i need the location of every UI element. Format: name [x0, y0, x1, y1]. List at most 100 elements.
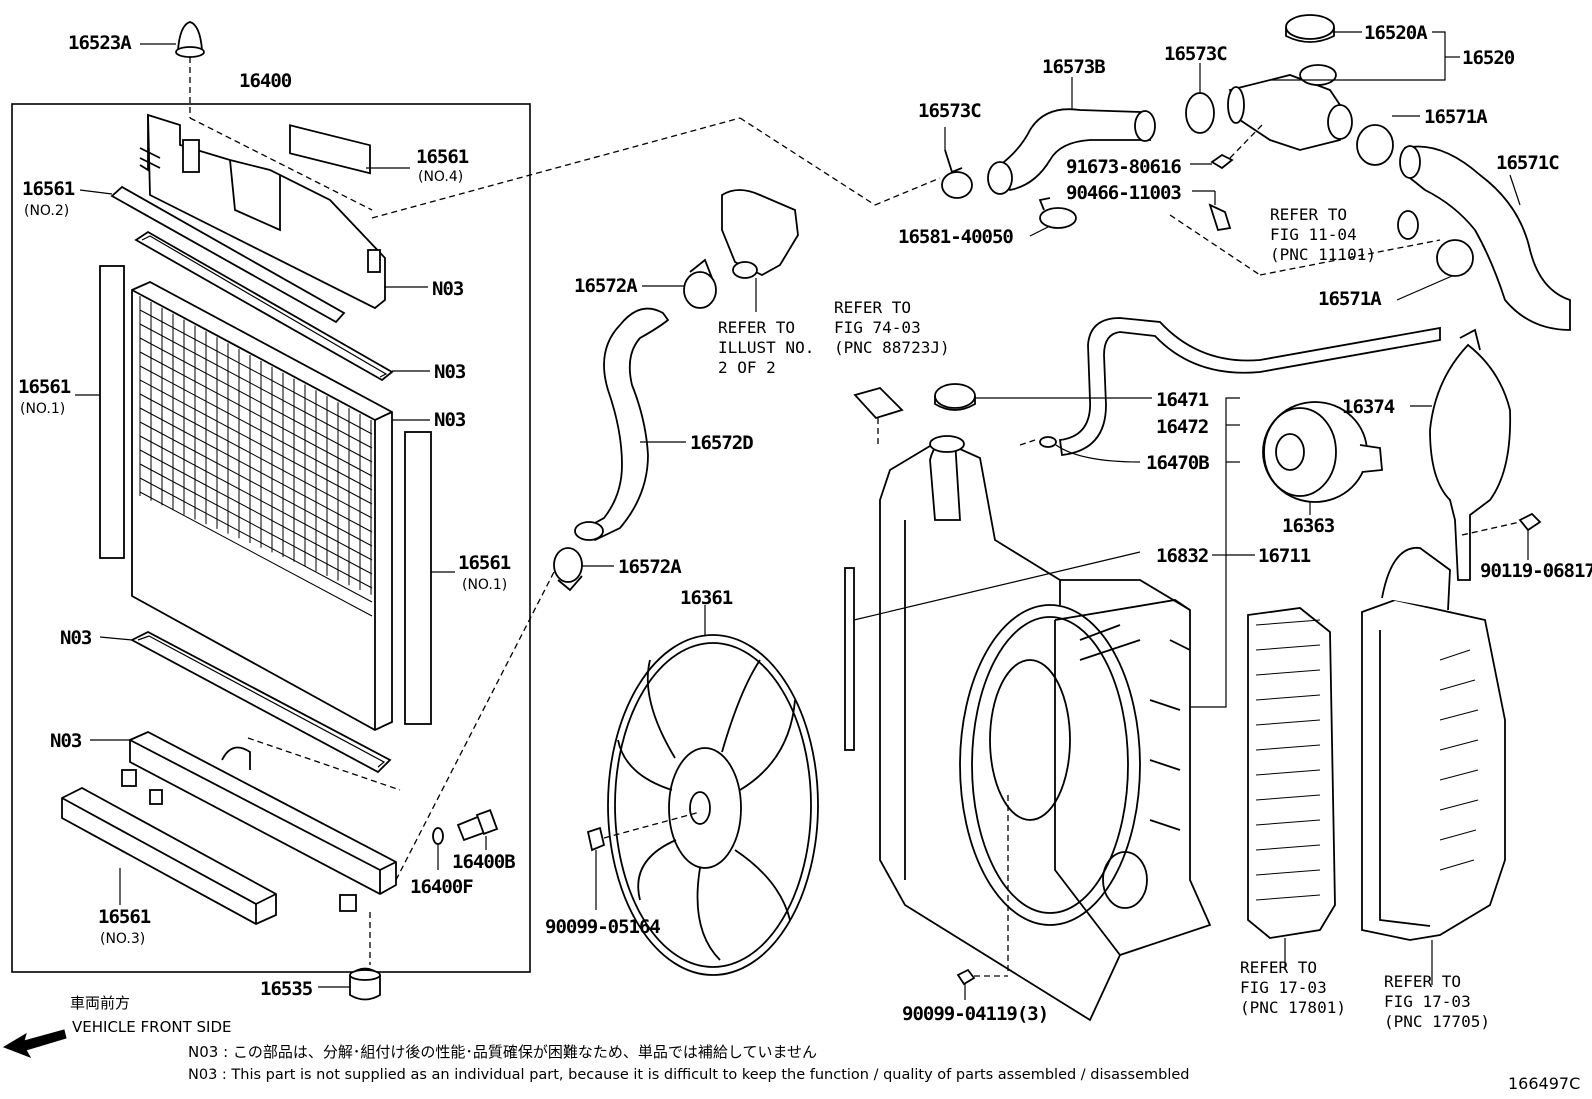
core-tube — [139, 309, 373, 435]
note-n03-jp: N03 : この部品は、分解･組付け後の性能･品質確保が困難なため、単品では補給… — [188, 1043, 818, 1061]
hose-clamp-16572a-lower — [553, 547, 583, 592]
lower-radiator-tank — [121, 731, 397, 912]
refer-line-3: (PNC 11101) — [1270, 245, 1376, 264]
core-tube — [139, 477, 373, 603]
label-16520a: 16520A — [1364, 22, 1428, 44]
overflow-hose-16472 — [1058, 317, 1441, 456]
label-16832: 16832 — [1156, 545, 1209, 567]
hose-clamp-16571a-upper — [1356, 124, 1394, 166]
label-90119-06817: 90119-06817 — [1480, 560, 1592, 582]
label-16561-no1-right: 16561 — [458, 552, 511, 574]
gasket-n03-lower — [130, 630, 392, 774]
fan-motor-16363 — [1262, 401, 1383, 503]
figure-id: 166497C — [1508, 1074, 1581, 1093]
label-16470b: 16470B — [1146, 452, 1210, 474]
refer-line-2: FIG 74-03 — [834, 318, 921, 337]
core-tube — [139, 449, 373, 575]
seal-16832 — [844, 567, 855, 751]
core-tube — [139, 421, 373, 547]
label-16561-no2: 16561 — [22, 178, 75, 200]
label-16400: 16400 — [239, 70, 292, 92]
label-16535: 16535 — [260, 978, 313, 1000]
pipe-stub — [1397, 210, 1419, 240]
label-16573c-right: 16573C — [1164, 43, 1228, 65]
label-no1-left: (NO.1) — [20, 401, 66, 417]
nut-90099-05164 — [586, 826, 606, 852]
cushion-16535 — [349, 967, 381, 1001]
refer-fig-74-03: REFER TO FIG 74-03 (PNC 88723J) — [834, 298, 950, 358]
refer-line-3: 2 OF 2 — [718, 358, 776, 377]
cooling-fan-16361 — [607, 634, 819, 976]
hose-clamp-16573c-right — [1185, 92, 1215, 134]
refer-fig-17-03-a: REFER TO FIG 17-03 (PNC 17801) — [1240, 958, 1346, 1018]
label-16400f: 16400F — [410, 876, 474, 898]
radiator-assembly-frame — [11, 103, 531, 973]
air-cleaner-case — [1361, 547, 1506, 941]
label-16472: 16472 — [1156, 416, 1209, 438]
label-no1-right: (NO.1) — [462, 577, 508, 593]
label-n03-c: N03 — [434, 409, 466, 431]
refer-line-3: (PNC 17705) — [1384, 1012, 1490, 1031]
hose-clamp-16581-40050 — [1038, 197, 1077, 229]
water-outlet — [721, 189, 799, 279]
label-16400b: 16400B — [452, 851, 516, 873]
refer-line-2: FIG 17-03 — [1240, 978, 1327, 997]
label-16571a-upper: 16571A — [1424, 106, 1488, 128]
label-16571a-lower: 16571A — [1318, 288, 1382, 310]
seal-16561-no1-right — [404, 431, 432, 725]
label-n03-d: N03 — [60, 627, 92, 649]
label-n03-b: N03 — [434, 361, 466, 383]
label-16581-40050: 16581-40050 — [898, 226, 1014, 248]
core-tube — [139, 435, 373, 561]
core-tube — [139, 393, 373, 519]
vehicle-front-en: VEHICLE FRONT SIDE — [72, 1018, 232, 1036]
hose-16571c — [1403, 145, 1571, 331]
label-16361: 16361 — [680, 587, 733, 609]
bolt-90099-04119 — [956, 968, 976, 986]
air-filter-element — [1247, 607, 1336, 939]
hose-clamp-16573c-left — [941, 149, 973, 199]
core-tube — [139, 351, 373, 477]
refer-fig-11-04: REFER TO FIG 11-04 (PNC 11101) — [1270, 205, 1376, 265]
upper-radiator-tank — [139, 113, 386, 310]
label-16363: 16363 — [1282, 515, 1335, 537]
label-16561-no3: 16561 — [98, 906, 151, 928]
water-inlet-16520 — [1227, 64, 1353, 151]
label-no2: (NO.2) — [24, 203, 70, 219]
arrow-left-icon — [2, 1029, 67, 1058]
wire-bracket-16374 — [1429, 343, 1512, 581]
refer-line-1: REFER TO — [1384, 972, 1462, 991]
refer-line-2: ILLUST NO. — [718, 338, 815, 357]
radiator-cap-16520a — [1285, 14, 1335, 43]
caution-label — [853, 386, 904, 420]
core-tube — [139, 491, 373, 617]
label-no4: (NO.4) — [418, 169, 464, 185]
bolt-90119-06817 — [1518, 512, 1542, 532]
label-16520: 16520 — [1462, 47, 1515, 69]
hose-16572d — [580, 307, 670, 542]
note-n03-en: N03 : This part is not supplied as an in… — [188, 1067, 1190, 1083]
label-n03-e: N03 — [50, 730, 82, 752]
reservoir-cap-16471 — [934, 383, 976, 411]
label-no3: (NO.3) — [100, 931, 146, 947]
hose-clamp-16572a-upper — [683, 258, 717, 309]
label-16572a-upper: 16572A — [574, 275, 638, 297]
label-16561-no4: 16561 — [416, 146, 469, 168]
label-16571c: 16571C — [1496, 152, 1560, 174]
refer-line-1: REFER TO — [1270, 205, 1348, 224]
fan-shroud-16711 — [879, 435, 1212, 1022]
label-90466-11003: 90466-11003 — [1066, 182, 1182, 204]
core-tube — [139, 365, 373, 491]
label-90099-05164: 90099-05164 — [545, 916, 661, 938]
o-ring-16400f — [432, 827, 444, 845]
label-16572a-lower: 16572A — [618, 556, 682, 578]
label-n03-a: N03 — [432, 278, 464, 300]
refer-illust-no2: REFER TO ILLUST NO. 2 OF 2 — [718, 318, 814, 378]
label-16374: 16374 — [1342, 396, 1395, 418]
refer-line-3: (PNC 17801) — [1240, 998, 1346, 1017]
refer-line-1: REFER TO — [1240, 958, 1318, 977]
core-tube — [139, 337, 373, 463]
clip-16470b — [1039, 436, 1057, 448]
label-16572d: 16572D — [690, 432, 754, 454]
